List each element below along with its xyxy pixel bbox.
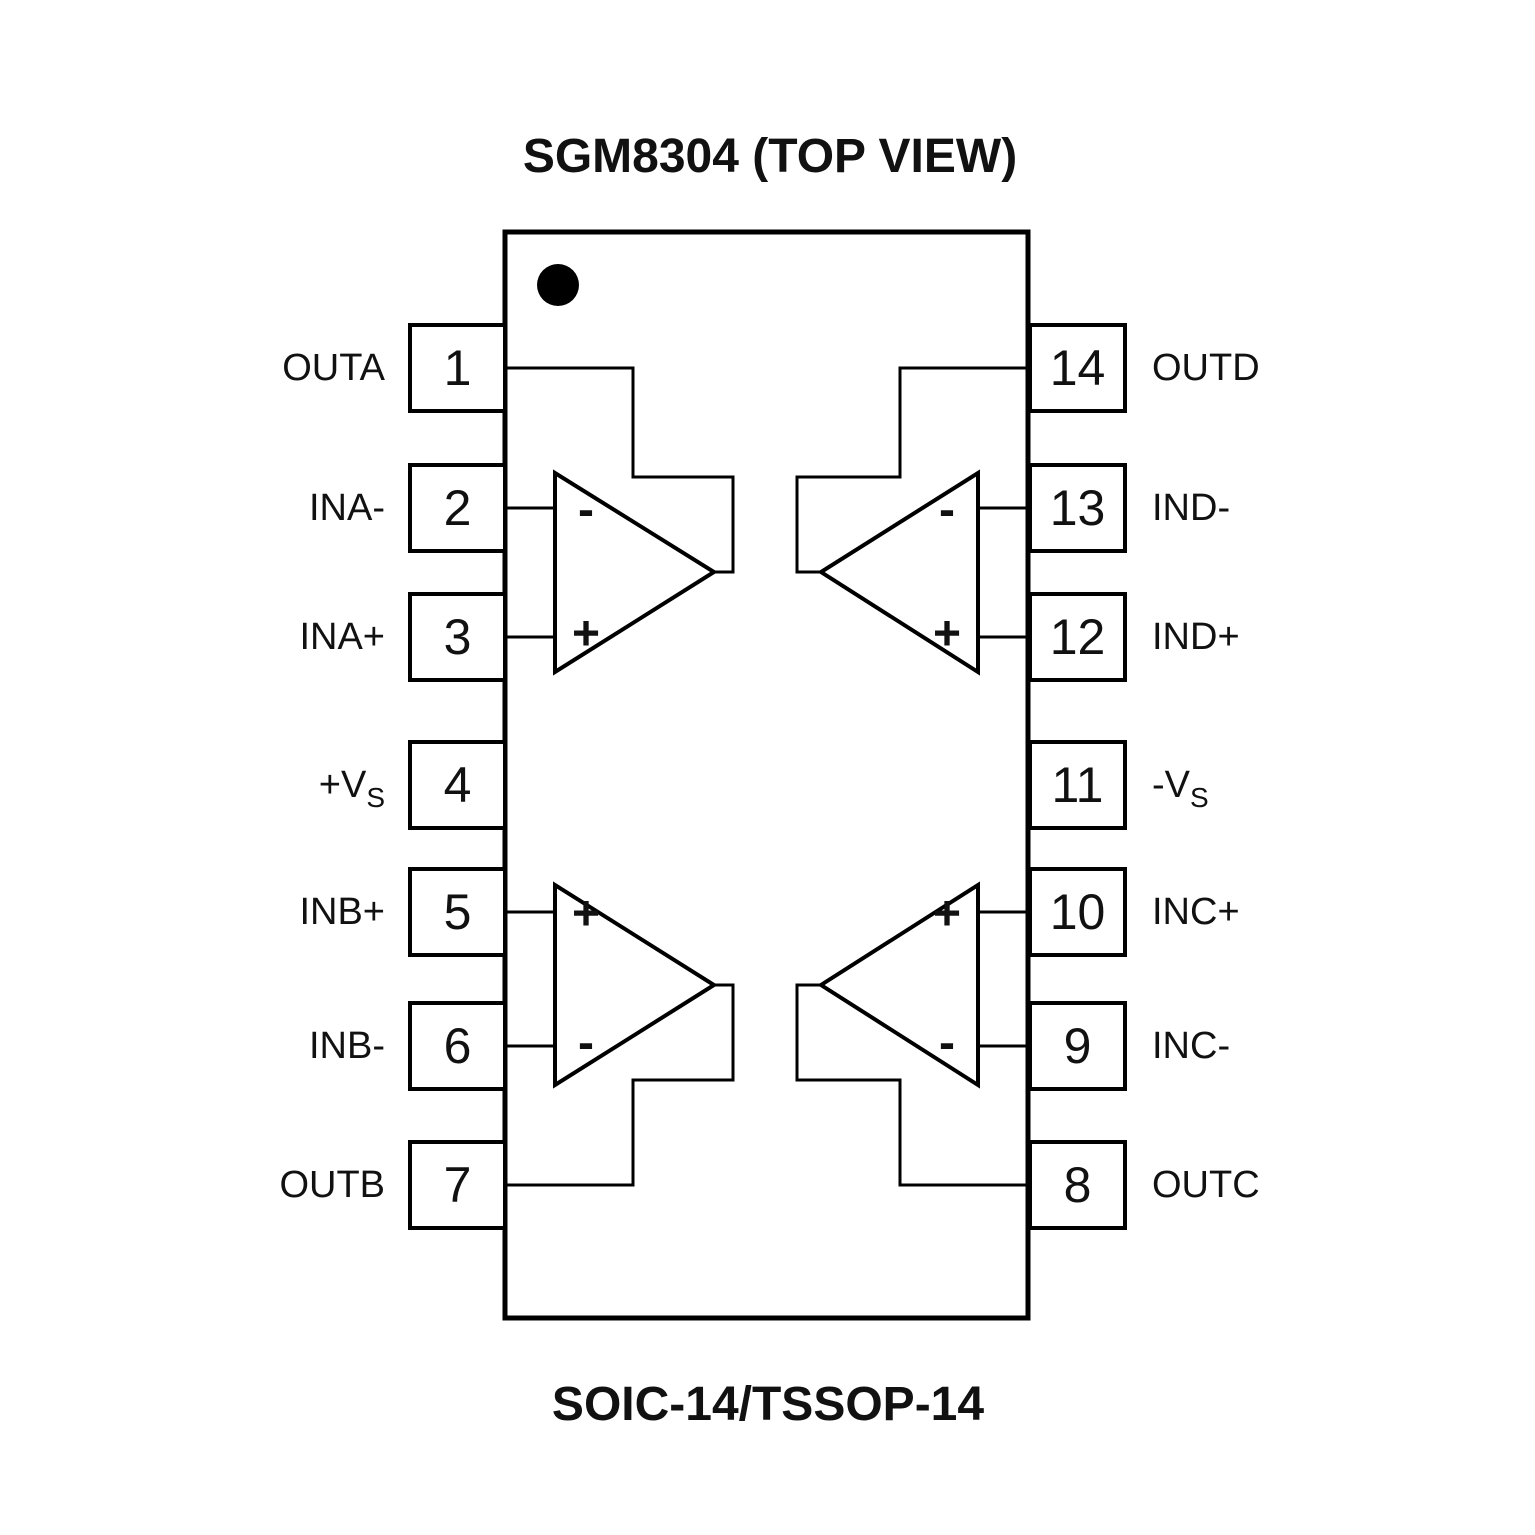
opamp-b-triangle [553, 881, 718, 1089]
opamp-a-inverting-sign: - [578, 484, 594, 537]
pin-number-2: 2 [444, 480, 472, 536]
pin-12: 12 IND+ [1028, 592, 1240, 682]
pin-number-14: 14 [1050, 340, 1106, 396]
pin-box-8 [1028, 1140, 1127, 1230]
pin-label-10: INC+ [1152, 891, 1240, 933]
pin-box-12 [1028, 592, 1127, 682]
pin-box-3 [408, 592, 507, 682]
opamp-d-noninverting-sign: + [933, 608, 961, 661]
pin-box-10 [1028, 867, 1127, 957]
pin-number-12: 12 [1050, 609, 1106, 665]
opamp-b-noninverting-sign: + [572, 888, 600, 941]
opamp-d-triangle [817, 469, 980, 676]
pin-14: 14 OUTD [1028, 323, 1260, 413]
pin-box-9 [1028, 1001, 1127, 1091]
package-caption: SOIC-14/TSSOP-14 [552, 1378, 984, 1431]
pin-number-7: 7 [444, 1157, 472, 1213]
pin-1: 1 OUTA [282, 323, 507, 413]
pin-label-8: OUTC [1152, 1164, 1260, 1206]
diagram-title: SGM8304 (TOP VIEW) [523, 130, 1017, 183]
pin-10: 10 INC+ [1028, 867, 1240, 957]
pin-box-5 [408, 867, 507, 957]
pins-layer: 1 OUTA 2 INA- 3 INA+ 4 +VS 5 INB+ 6 INB- 7 OUTB 14 OUTD… [279, 323, 1260, 1230]
pin1-indicator-dot [537, 264, 579, 306]
pin-label-11: -VS [1152, 764, 1209, 813]
pin-number-13: 13 [1050, 480, 1106, 536]
pin-box-7 [408, 1140, 507, 1230]
pin-11: 11 -VS [1028, 740, 1209, 830]
pin-2: 2 INA- [309, 463, 507, 553]
pin-label-2: INA- [309, 487, 385, 529]
pin-number-8: 8 [1064, 1157, 1092, 1213]
pin-box-11 [1028, 740, 1127, 830]
pin-number-5: 5 [444, 884, 472, 940]
pin-label-4: +VS [319, 764, 385, 813]
pin-number-11: 11 [1052, 757, 1104, 813]
ic-body [502, 229, 1031, 1321]
pin-box-1 [408, 323, 507, 413]
pin-label-13: IND- [1152, 487, 1230, 529]
pin-label-14: OUTD [1152, 347, 1260, 389]
pin-number-10: 10 [1050, 884, 1106, 940]
pin-box-6 [408, 1001, 507, 1091]
pin-13: 13 IND- [1028, 463, 1230, 553]
opamp-b-inverting-sign: - [578, 1017, 594, 1070]
pin-label-5: INB+ [299, 891, 385, 933]
pin-label-7: OUTB [279, 1164, 385, 1206]
pin-label-12: IND+ [1152, 616, 1240, 658]
opamp-d-inverting-sign: - [939, 484, 955, 537]
pin-number-9: 9 [1064, 1018, 1092, 1074]
pin-number-4: 4 [444, 757, 472, 813]
opamp-c-triangle [817, 881, 980, 1089]
opamp-c-inverting-sign: - [939, 1017, 955, 1070]
pin-6: 6 INB- [309, 1001, 507, 1091]
pin-box-14 [1028, 323, 1127, 413]
pin-4: 4 +VS [319, 740, 507, 830]
pin-8: 8 OUTC [1028, 1140, 1260, 1230]
pin-box-4 [408, 740, 507, 830]
opamp-a-triangle [553, 469, 718, 676]
pin-box-2 [408, 463, 507, 553]
pin-label-6: INB- [309, 1025, 385, 1067]
pin-number-1: 1 [444, 340, 472, 396]
pin-number-3: 3 [444, 609, 472, 665]
pin-9: 9 INC- [1028, 1001, 1230, 1091]
pin-label-9: INC- [1152, 1025, 1230, 1067]
pin-label-3: INA+ [299, 616, 385, 658]
pin-5: 5 INB+ [299, 867, 507, 957]
pin-3: 3 INA+ [299, 592, 507, 682]
opamp-b-output-wire [505, 983, 735, 1187]
opamp-d-output-wire [795, 366, 1030, 574]
opamp-c-noninverting-sign: + [933, 888, 961, 941]
opamp-a-output-wire [505, 366, 735, 574]
pin-box-13 [1028, 463, 1127, 553]
pin-7: 7 OUTB [279, 1140, 507, 1230]
pin-label-1: OUTA [282, 347, 385, 389]
pin-number-6: 6 [444, 1018, 472, 1074]
opamp-a-noninverting-sign: + [572, 608, 600, 661]
opamp-c-output-wire [795, 983, 1030, 1187]
